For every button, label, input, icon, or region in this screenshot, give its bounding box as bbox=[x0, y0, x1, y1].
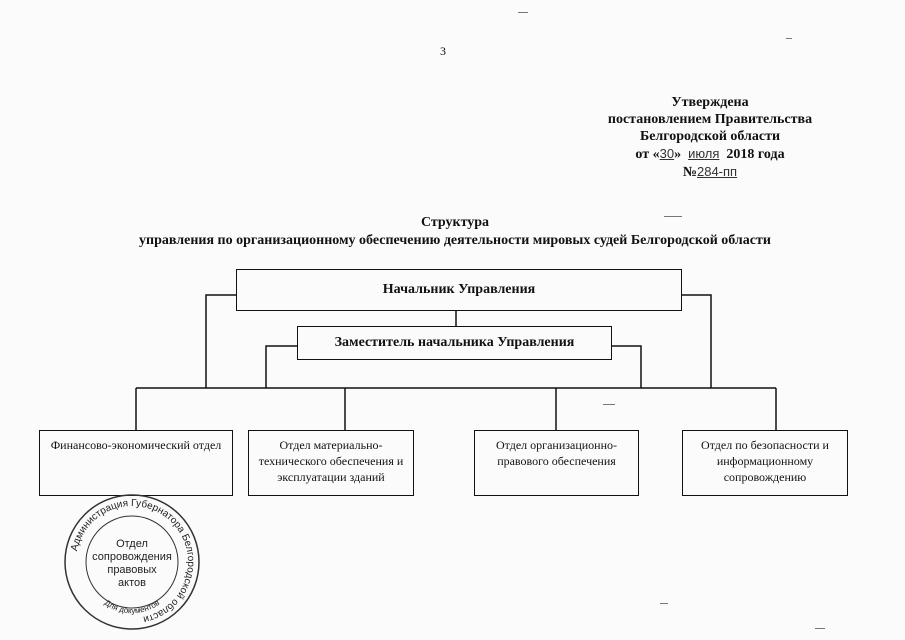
department-node-security: Отдел по безопасности и информационному … bbox=[682, 430, 848, 496]
date-month: июля bbox=[688, 146, 720, 161]
scan-speck bbox=[518, 12, 528, 13]
deputy-node: Заместитель начальника Управления bbox=[297, 326, 612, 360]
head-node: Начальник Управления bbox=[236, 269, 682, 311]
connector-head-left bbox=[205, 294, 236, 388]
date-year: 2018 года bbox=[726, 147, 785, 162]
connector-deputy-left bbox=[265, 345, 297, 388]
scan-speck bbox=[664, 216, 682, 217]
approval-block: Утверждена постановлением Правительства … bbox=[560, 94, 860, 181]
stamp-inner-line-2: сопровождения bbox=[92, 551, 172, 563]
department-node-legal: Отдел организационно-правового обеспечен… bbox=[474, 430, 639, 496]
approval-line-1: Утверждена bbox=[671, 95, 749, 110]
document-title: Структура управления по организационному… bbox=[60, 214, 850, 250]
number-prefix: № bbox=[682, 165, 697, 180]
approval-line-2: постановлением Правительства bbox=[607, 112, 813, 127]
approval-number-line: №284-пп bbox=[560, 163, 860, 181]
scan-speck bbox=[815, 628, 825, 629]
page-number: 3 bbox=[440, 44, 446, 58]
approval-date-line: от «30» июля 2018 года bbox=[560, 145, 860, 163]
stamp-inner-line-4: актов bbox=[118, 577, 146, 589]
stamp-inner-line-3: правовых bbox=[107, 564, 157, 576]
date-prefix: от « bbox=[635, 147, 660, 162]
official-stamp: Администрация Губернатора Белгородской о… bbox=[64, 494, 200, 630]
number-value: 284-пп bbox=[696, 164, 738, 179]
connector-head-right bbox=[682, 294, 712, 388]
stamp-inner-line-1: Отдел bbox=[116, 538, 148, 550]
scan-speck bbox=[786, 38, 792, 39]
title-line-2: управления по организационному обеспечен… bbox=[139, 233, 771, 248]
department-node-logistics: Отдел материально-технического обеспечен… bbox=[248, 430, 414, 496]
approval-line-3: Белгородской области bbox=[639, 129, 781, 144]
department-node-finance: Финансово-экономический отдел bbox=[39, 430, 233, 496]
scan-speck bbox=[660, 603, 668, 604]
connector-deputy-right bbox=[612, 345, 642, 388]
date-mid: » bbox=[674, 147, 682, 162]
scan-speck bbox=[603, 404, 615, 405]
title-line-1: Структура bbox=[420, 215, 490, 230]
date-day: 30 bbox=[659, 146, 675, 161]
